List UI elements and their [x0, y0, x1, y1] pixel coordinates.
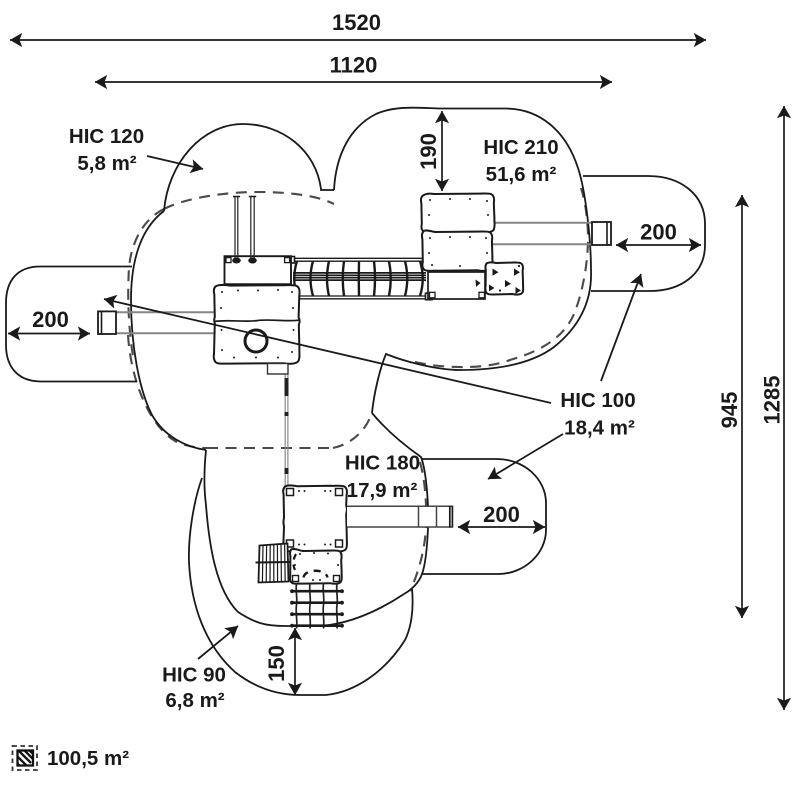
svg-text:1285: 1285	[760, 376, 785, 425]
svg-text:5,8 m²: 5,8 m²	[77, 152, 136, 175]
svg-text:HIC 180: HIC 180	[345, 452, 420, 475]
svg-text:HIC 100: HIC 100	[560, 389, 635, 412]
svg-text:HIC 90: HIC 90	[162, 664, 226, 687]
svg-text:18,4 m²: 18,4 m²	[564, 417, 635, 440]
svg-text:1520: 1520	[332, 10, 381, 35]
svg-text:17,9 m²: 17,9 m²	[347, 479, 418, 502]
svg-text:6,8 m²: 6,8 m²	[165, 689, 224, 712]
svg-text:150: 150	[264, 645, 289, 682]
svg-text:945: 945	[717, 392, 742, 429]
svg-text:190: 190	[416, 133, 441, 170]
svg-text:200: 200	[483, 502, 520, 527]
svg-text:100,5 m²: 100,5 m²	[47, 747, 129, 770]
svg-text:200: 200	[640, 220, 677, 245]
svg-text:1120: 1120	[330, 53, 378, 78]
svg-text:200: 200	[32, 307, 69, 332]
svg-text:51,6 m²: 51,6 m²	[486, 163, 557, 186]
svg-text:HIC 120: HIC 120	[69, 125, 144, 148]
svg-text:HIC 210: HIC 210	[483, 136, 558, 159]
